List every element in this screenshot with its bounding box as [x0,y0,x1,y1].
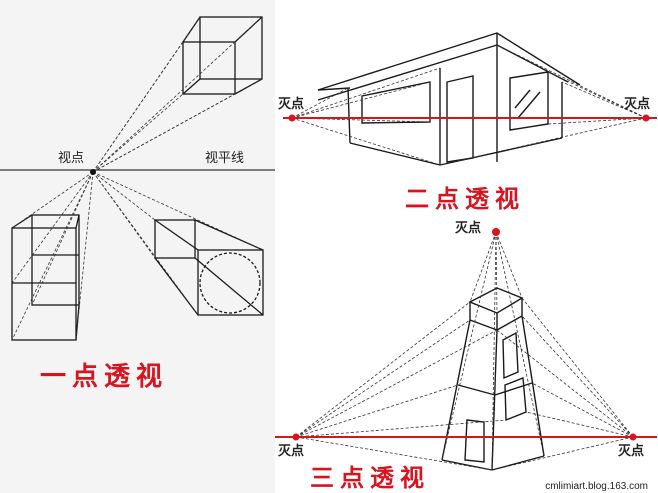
vanishing-point-top [492,228,500,236]
horizon-label: 视平线 [205,151,244,166]
two-point-title: 二点透视 [405,185,525,213]
house [317,32,581,166]
vanishing-point-bottom-right [629,433,637,441]
credit-text: cmlimiart.blog.163.com [545,481,648,492]
tower [441,287,545,471]
one-point-background [0,0,275,493]
three-point-construction-lines [295,231,634,471]
one-point-panel: 视点 视平线 一点透视 [0,0,275,493]
viewpoint-dot [90,169,96,175]
bottom-right-projection-lines [92,171,264,316]
viewpoint-label: 视点 [58,151,84,166]
vp-top-label: 灭点 [454,220,481,236]
vanishing-point-left [288,114,296,122]
vanishing-point-bottom-left [292,433,300,441]
three-point-title: 三点透视 [310,464,430,492]
bottom-left-box [11,214,80,341]
three-point-panel: 灭点 灭点 灭点 三点透视 [275,220,657,492]
two-point-construction-lines [291,44,647,166]
vanishing-point-right [642,114,650,122]
vp-right-label: 灭点 [623,96,650,112]
two-point-panel: 灭点 灭点 二点透视 [277,32,657,213]
vp-bottom-right-label: 灭点 [617,443,644,459]
vp-bottom-left-label: 灭点 [277,443,304,459]
one-point-title: 一点透视 [40,361,168,392]
top-cube-projection-lines [92,16,263,173]
bottom-right-box [154,219,264,316]
vp-left-label: 灭点 [277,96,304,112]
bottom-left-projection-lines [11,171,94,341]
